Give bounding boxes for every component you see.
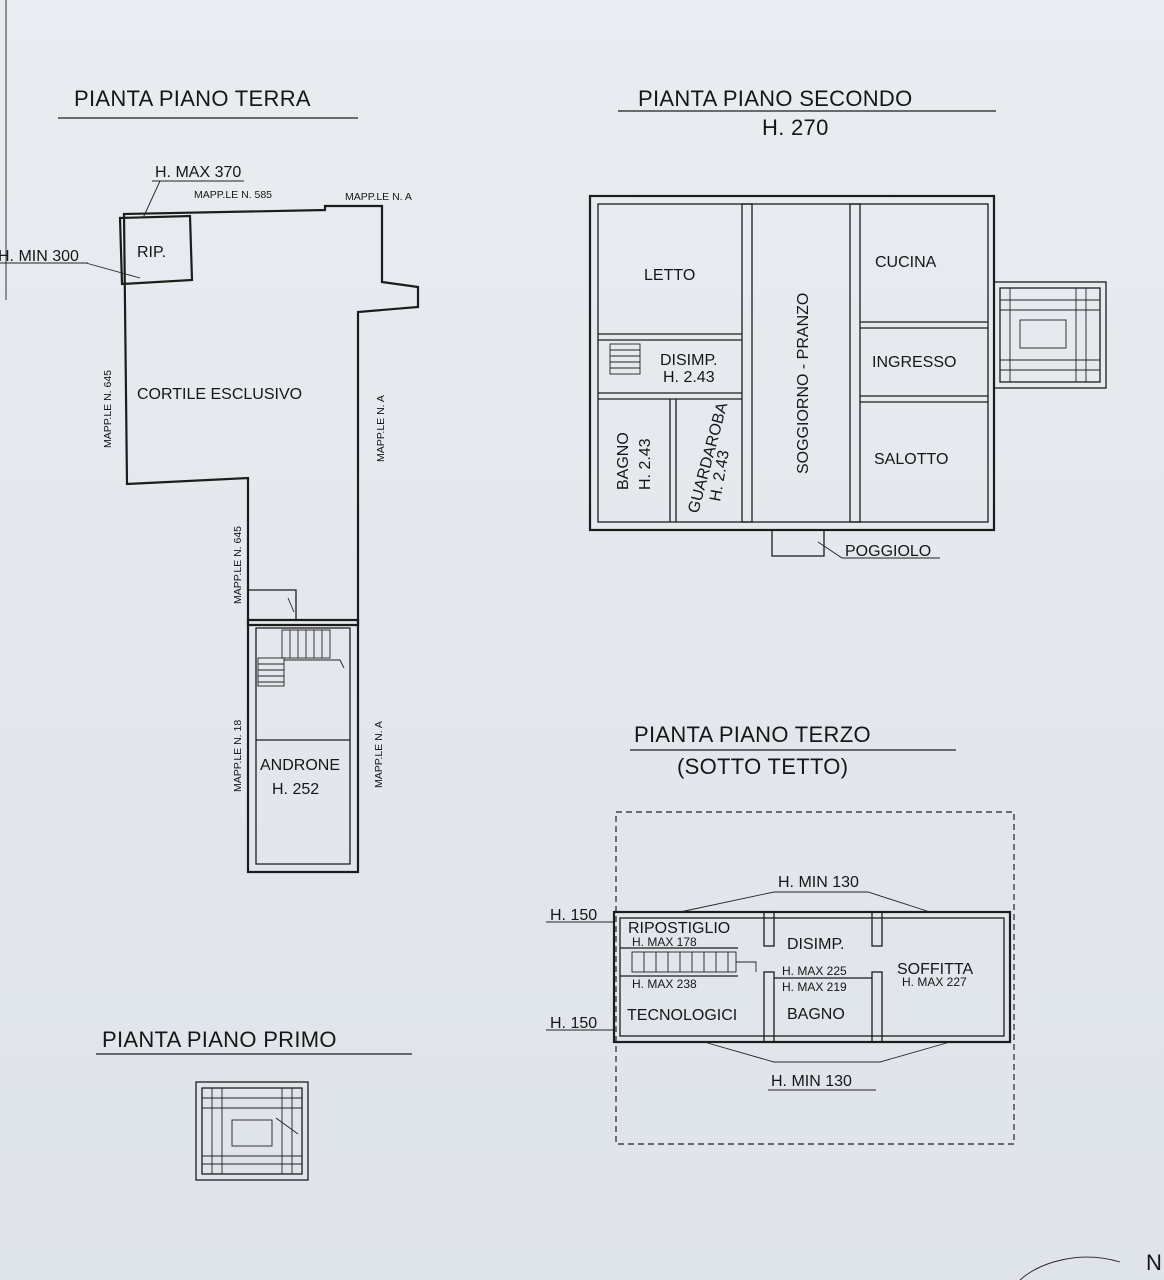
ripostiglio-label: RIPOSTIGLIO: [628, 920, 730, 937]
room-poggiolo: POGGIOLO: [845, 543, 931, 560]
second-floor-height: H. 270: [762, 115, 829, 140]
hall-label: ANDRONE: [260, 757, 340, 774]
room-cucina: CUCINA: [875, 254, 937, 271]
courtyard-outline: [122, 204, 420, 627]
min-height-top-label: H. MIN 130: [778, 874, 859, 891]
north-mark: N: [1146, 1250, 1162, 1275]
third-disimp-label: DISIMP.: [787, 936, 845, 953]
north-arrow-arc: [1019, 1256, 1121, 1280]
ground-floor-stairs: [257, 629, 345, 687]
third-bagno-label: BAGNO: [787, 1006, 845, 1023]
second-floor-plan: PIANTA PIANO SECONDO H. 270: [588, 86, 1107, 560]
first-floor-stair-inner: [201, 1087, 303, 1175]
first-floor-stairs: [202, 1088, 302, 1174]
room-salotto: SALOTTO: [874, 451, 948, 468]
second-floor-inner-wall: [597, 203, 989, 523]
parcel-645-left-label: MAPP.LE N. 645: [102, 370, 114, 448]
max-height-label: H. MAX 370: [155, 164, 241, 181]
first-floor-plan: PIANTA PIANO PRIMO: [96, 1027, 412, 1181]
room-ingresso: INGRESSO: [872, 354, 956, 371]
second-floor-stairwell: [993, 281, 1107, 389]
min-height-bottom-label: H. MIN 130: [771, 1073, 852, 1090]
parcel-a-top-label: MAPP.LE N. A: [345, 191, 412, 203]
room-soggiorno: SOGGIORNO - PRANZO: [795, 293, 812, 474]
parcel-645-mid-label: MAPP.LE N. 645: [232, 526, 244, 604]
min-height-leader: [85, 262, 141, 279]
third-floor-stairs: [631, 951, 757, 973]
hall-building-outline: [246, 618, 360, 874]
balcony-outline: [771, 529, 825, 557]
third-floor-inner-wall: [619, 917, 1005, 1037]
room-bagno: BAGNO: [615, 432, 632, 490]
second-floor-internal-stairs: [609, 343, 641, 375]
courtyard-label: CORTILE ESCLUSIVO: [137, 386, 302, 403]
hall-height-label: H. 252: [272, 781, 319, 798]
parcel-585-label: MAPP.LE N. 585: [194, 189, 272, 201]
parcel-a-right-label: MAPP.LE N. A: [375, 395, 387, 462]
height-max-225: H. MAX 225: [782, 964, 847, 978]
third-floor-subtitle: (SOTTO TETTO): [677, 754, 848, 779]
soffitta-label: SOFFITTA: [897, 961, 973, 978]
room-disimp: DISIMP.: [660, 352, 718, 369]
parcel-a-bottom-label: MAPP.LE N. A: [373, 721, 385, 788]
ground-floor-title: PIANTA PIANO TERRA: [74, 86, 311, 111]
second-floor-partitions: [598, 203, 988, 523]
third-floor-plan: PIANTA PIANO TERZO (SOTTO TETTO) H. MIN …: [546, 722, 1015, 1145]
second-floor-title: PIANTA PIANO SECONDO: [638, 86, 913, 111]
room-bagno-height: H. 2.43: [637, 438, 654, 490]
min-height-label: H. MIN 300: [0, 248, 79, 265]
ground-floor-plan: PIANTA PIANO TERRA RIP. H. MAX 370 H. MI…: [0, 86, 420, 874]
storage-room-label: RIP.: [137, 244, 166, 261]
max-height-leader: [142, 180, 161, 219]
min-height-line-top: [679, 891, 931, 913]
tecnologici-height: H. MAX 238: [632, 977, 697, 991]
parcel-18-label: MAPP.LE N. 18: [232, 720, 244, 792]
third-floor-outer-wall: [612, 910, 1012, 1044]
roof-outline: [615, 811, 1015, 1145]
entrance-arrow: [287, 597, 295, 613]
room-letto: LETTO: [644, 267, 695, 284]
min-height-line-bottom: [703, 1041, 951, 1063]
first-floor-title: PIANTA PIANO PRIMO: [102, 1027, 337, 1052]
tecnologici-label: TECNOLOGICI: [627, 1007, 737, 1024]
storage-room-outline: [118, 214, 194, 286]
first-floor-stair-outer: [195, 1081, 309, 1181]
room-disimp-height: H. 2.43: [663, 369, 715, 386]
entrance-steps: [248, 589, 297, 620]
height-150-top-label: H. 150: [550, 907, 597, 924]
height-150-bottom-label: H. 150: [550, 1015, 597, 1032]
soffitta-height: H. MAX 227: [902, 975, 967, 989]
third-floor-partitions: [620, 911, 883, 1043]
balcony-leader: [817, 541, 940, 559]
third-floor-title: PIANTA PIANO TERZO: [634, 722, 871, 747]
ripostiglio-height: H. MAX 178: [632, 935, 697, 949]
hall-inner-outline: [255, 627, 351, 865]
height-max-219: H. MAX 219: [782, 980, 847, 994]
